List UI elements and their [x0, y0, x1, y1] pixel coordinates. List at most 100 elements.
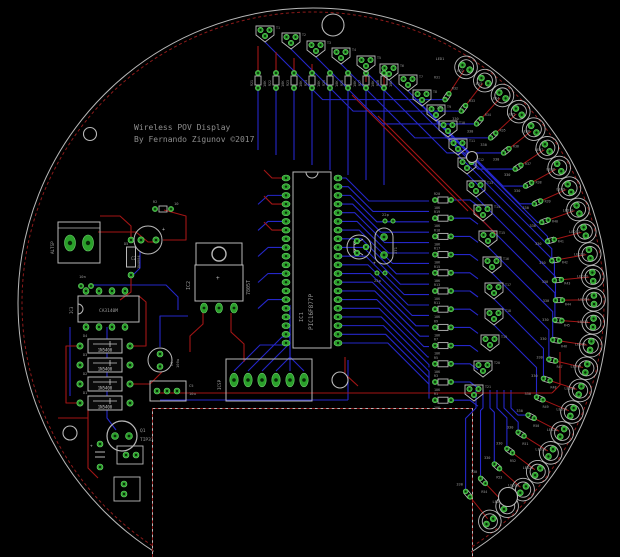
- svg-text:LED5: LED5: [507, 112, 516, 116]
- svg-text:R37: R37: [525, 162, 531, 166]
- svg-text:LED15: LED15: [577, 320, 588, 324]
- svg-text:LED23: LED23: [508, 484, 519, 488]
- svg-text:R18: R18: [434, 228, 440, 232]
- svg-text:10K: 10K: [389, 80, 393, 87]
- svg-text:R53: R53: [496, 475, 502, 479]
- svg-text:T19: T19: [501, 335, 507, 339]
- component-C3: [147, 347, 173, 373]
- svg-text:T5: T5: [377, 56, 381, 60]
- svg-text:10K: 10K: [434, 388, 441, 392]
- component-R13: [432, 287, 454, 295]
- component-R39: [538, 217, 551, 226]
- svg-text:R19: R19: [434, 210, 440, 214]
- component-D3: [76, 357, 134, 373]
- component-C2: [133, 225, 163, 255]
- svg-text:330: 330: [542, 318, 549, 322]
- svg-text:T2: T2: [302, 33, 306, 37]
- svg-text:R5: R5: [434, 356, 438, 360]
- svg-text:1N5400: 1N5400: [98, 367, 113, 372]
- component-R48: [533, 394, 546, 403]
- svg-text:330: 330: [514, 189, 521, 193]
- svg-text:T10: T10: [459, 121, 465, 125]
- svg-text:R45: R45: [564, 324, 570, 328]
- component-R23: [290, 70, 298, 91]
- svg-text:330: 330: [536, 356, 543, 360]
- svg-text:T1: T1: [276, 26, 280, 30]
- component-R20: [432, 196, 454, 204]
- component-R36: [512, 162, 524, 172]
- component-T11: [448, 138, 468, 156]
- svg-text:R54: R54: [481, 490, 487, 494]
- component-LED24: [478, 509, 502, 534]
- component-T9: [426, 104, 446, 122]
- svg-text:LED2: LED2: [455, 69, 464, 73]
- component-D1: [76, 395, 134, 411]
- svg-text:IC1: IC1: [299, 312, 305, 322]
- components: [57, 25, 606, 534]
- svg-text:LED11: LED11: [569, 230, 580, 234]
- svg-text:LED14: LED14: [578, 297, 589, 301]
- component-LED14: [581, 311, 606, 335]
- svg-text:R39: R39: [545, 199, 551, 203]
- svg-text:IC3: IC3: [69, 306, 74, 314]
- svg-text:R40: R40: [552, 219, 558, 223]
- svg-text:330: 330: [535, 242, 542, 246]
- component-T14: [473, 204, 493, 222]
- svg-text:LED17: LED17: [571, 365, 582, 369]
- component-R21: [254, 70, 262, 91]
- svg-text:R20: R20: [434, 192, 440, 196]
- svg-text:T4: T4: [352, 48, 356, 52]
- component-R45: [549, 336, 563, 344]
- svg-text:C2: C2: [131, 256, 136, 261]
- svg-text:R23: R23: [286, 80, 290, 86]
- component-R37: [522, 179, 535, 189]
- svg-text:T15: T15: [499, 231, 505, 235]
- svg-text:R25: R25: [322, 80, 326, 86]
- svg-text:22p: 22p: [374, 278, 382, 283]
- svg-text:330: 330: [516, 409, 523, 413]
- component-R34: [487, 130, 499, 141]
- svg-text:330: 330: [493, 157, 500, 161]
- component-LED11: [577, 242, 602, 266]
- svg-text:R24: R24: [304, 80, 308, 86]
- svg-text:330: 330: [452, 117, 459, 121]
- svg-text:D3: D3: [83, 353, 87, 357]
- svg-text:T13: T13: [487, 181, 493, 185]
- component-R33: [473, 116, 484, 127]
- svg-text:10K: 10K: [434, 370, 441, 374]
- svg-text:TIP31: TIP31: [140, 437, 154, 443]
- component-R9: [432, 323, 454, 331]
- svg-text:330: 330: [467, 129, 474, 133]
- svg-text:R22: R22: [268, 80, 272, 86]
- component-LED21: [525, 460, 550, 484]
- svg-text:LED6: LED6: [521, 130, 530, 134]
- svg-text:330: 330: [543, 299, 550, 303]
- component-C5: [149, 380, 187, 402]
- svg-text:R33: R33: [469, 99, 475, 103]
- svg-text:LED16: LED16: [575, 342, 586, 346]
- component-T15: [478, 230, 498, 248]
- component-D4: [76, 338, 134, 354]
- svg-text:LED3: LED3: [473, 82, 482, 86]
- svg-text:10n: 10n: [79, 274, 86, 279]
- component-R15: [432, 269, 454, 277]
- component-T17: [484, 282, 504, 300]
- component-R17: [432, 251, 454, 259]
- svg-text:R27: R27: [358, 80, 362, 86]
- svg-text:10K: 10K: [263, 80, 267, 87]
- component-R53: [477, 475, 489, 487]
- component-XT1: [374, 227, 394, 265]
- component-R41: [549, 256, 562, 264]
- svg-text:D5: D5: [124, 242, 128, 246]
- svg-text:R46: R46: [561, 345, 567, 349]
- component-LED22: [511, 477, 535, 502]
- svg-text:R15: R15: [434, 265, 440, 269]
- svg-text:LED8: LED8: [546, 167, 555, 171]
- component-LED1: [454, 55, 478, 80]
- svg-text:R2: R2: [153, 200, 157, 204]
- component-T16: [482, 256, 502, 274]
- svg-text:LED18: LED18: [564, 386, 575, 390]
- svg-text:10K: 10K: [434, 315, 441, 319]
- svg-text:10K: 10K: [434, 352, 441, 356]
